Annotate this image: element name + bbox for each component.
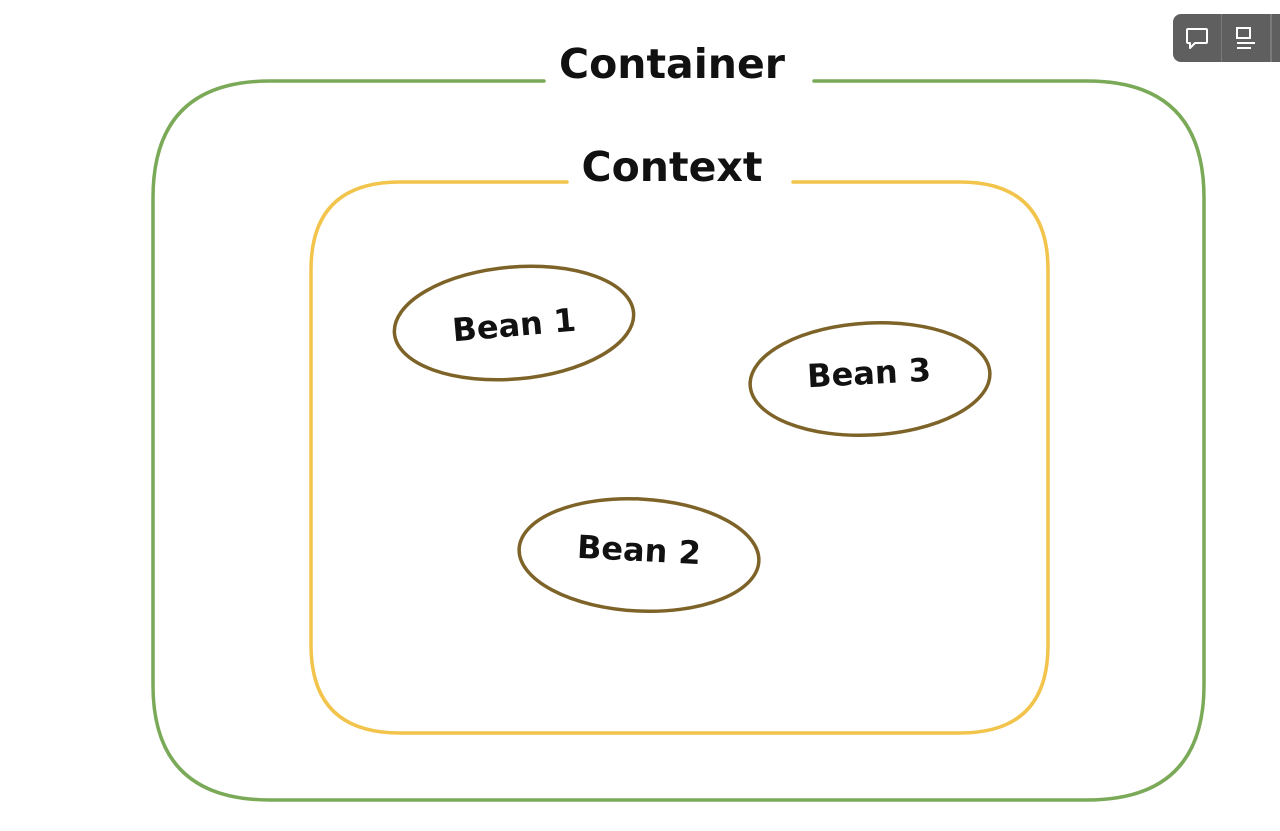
context-title: Context — [582, 143, 763, 191]
bean-3: Bean 3 — [748, 320, 992, 438]
bean-1-label: Bean 1 — [451, 301, 578, 350]
context-boundary — [309, 180, 1050, 735]
bean-2: Bean 2 — [517, 496, 761, 614]
bean-2-label: Bean 2 — [576, 528, 702, 572]
layout-icon — [1236, 27, 1255, 49]
container-title: Container — [559, 40, 786, 88]
container-boundary — [151, 79, 1206, 802]
bean-1-shape — [392, 264, 636, 382]
bean-1: Bean 1 — [392, 264, 636, 382]
toolbar-overflow-edge — [1271, 14, 1275, 62]
bean-2-shape — [517, 496, 761, 614]
comment-button[interactable] — [1173, 14, 1222, 62]
floating-toolbar — [1173, 14, 1280, 62]
bean-3-label: Bean 3 — [806, 351, 932, 395]
layout-button[interactable] — [1222, 14, 1271, 62]
comment-icon — [1186, 28, 1208, 49]
bean-3-shape — [748, 320, 992, 438]
